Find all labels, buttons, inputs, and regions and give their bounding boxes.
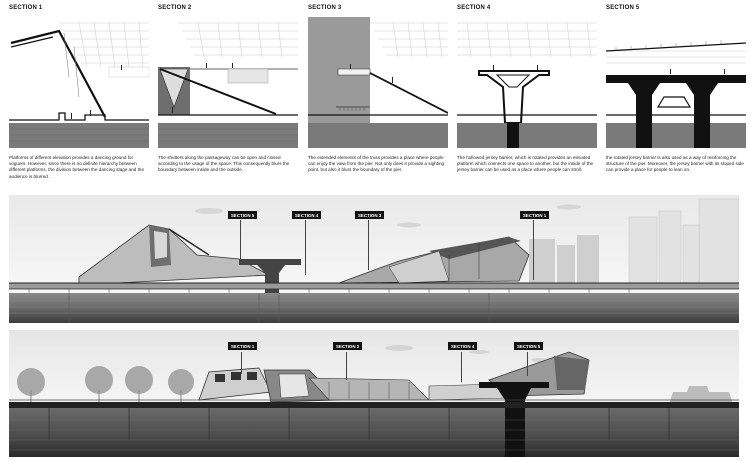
elevation-label-section-2: SECTION 2: [333, 342, 363, 350]
section-4-drawing: [457, 22, 597, 148]
section-title: SECTION 1: [9, 5, 43, 11]
elevation-label-section-3: SECTION 3: [355, 211, 385, 219]
elevation-label-section-1: SECTION 1: [520, 211, 550, 219]
section-caption: The shutters along the passageway can be…: [158, 155, 290, 173]
section-caption: the rotated jersey barrier is also used …: [606, 155, 744, 173]
section-caption: Platforms of different elevation provide…: [9, 155, 145, 179]
section-1-drawing: [9, 22, 149, 148]
elevation-label-section-5: SECTION 5: [514, 342, 544, 350]
pier-elevation-lower: [9, 330, 739, 457]
section-title: SECTION 3: [308, 5, 342, 11]
elevation-label-section-1: SECTION 1: [228, 342, 258, 350]
section-caption: The hollowed jersey barrier, which is ro…: [457, 155, 594, 173]
elevation-label-section-4: SECTION 4: [292, 211, 322, 219]
section-title: SECTION 5: [606, 5, 640, 11]
elevation-label-section-4: SECTION 4: [448, 342, 478, 350]
elevation-label-section-5: SECTION 5: [228, 211, 258, 219]
section-3-drawing: [308, 17, 448, 148]
section-2-drawing: [158, 22, 298, 148]
section-5-drawing: [606, 40, 746, 148]
section-title: SECTION 2: [158, 5, 192, 11]
section-title: SECTION 4: [457, 5, 491, 11]
section-caption: The extended elements of the truss provi…: [308, 155, 445, 173]
